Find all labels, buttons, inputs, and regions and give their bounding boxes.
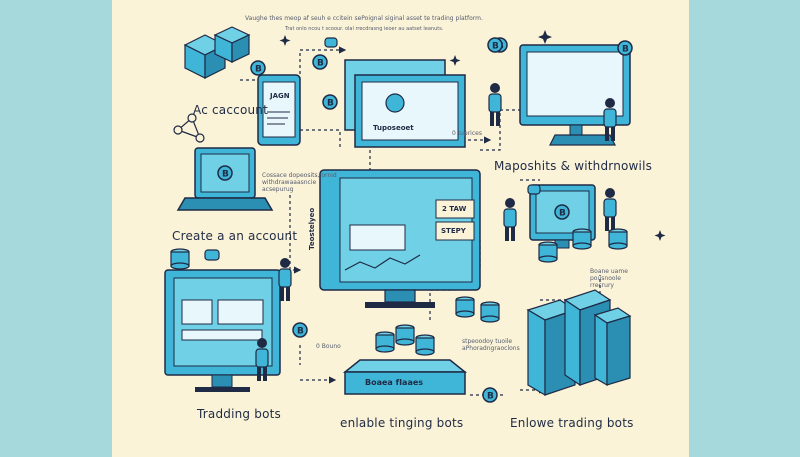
caption-bottom-mid: stpeoodoy tuoile aPhoradngraoclons (462, 338, 520, 352)
tablet-device (257, 74, 301, 146)
sparkle-icon (279, 30, 666, 241)
coin-stack-icon (480, 301, 500, 323)
coin-stack-icon (415, 334, 435, 356)
header-line-2: Trat onlo ncou t scoour. olal rrecdrasng… (285, 26, 444, 32)
bitcoin-coin-icon (217, 165, 233, 181)
main-trading-monitor (319, 169, 481, 308)
bitcoin-coin-icon (292, 322, 308, 338)
person-icon (278, 257, 292, 302)
bitcoin-coin-icon (617, 40, 633, 56)
left-band (0, 0, 112, 457)
bitcoin-coin-icon (322, 94, 338, 110)
caption-bottom-left: 0 Bouno (316, 343, 341, 350)
bitcoin-coin-icon (487, 37, 503, 53)
bitcoin-coin-icon (250, 60, 266, 76)
coin-stack-icon (538, 241, 558, 263)
caption-mid-left: Cossace dopeosits, ornid withdrawaaasnci… (262, 172, 337, 193)
coin-platform (342, 359, 468, 395)
person-icon (603, 187, 617, 232)
platform-base-text: Boaea fIaaes (365, 378, 424, 387)
right-band (689, 0, 800, 457)
step-label-trading-bots: Tradding bots (197, 407, 281, 421)
step-label-enable-bots: enlable tinging bots (340, 416, 464, 430)
step-label-account: Ac caccount (193, 103, 269, 117)
caption-right: Boane uame pousnoole rrecrury (590, 268, 628, 289)
chat-bubble-icon (204, 37, 541, 261)
chip-top-text: 2 TAW (442, 205, 467, 213)
step-label-deposits: Maposhits & withdrnowils (494, 159, 653, 173)
robot-cube-icon (183, 26, 251, 79)
account-card-screens (344, 59, 466, 148)
caption-top-mid: 0 tuprices (452, 130, 482, 137)
step-label-create-account: Create a an account (172, 229, 298, 243)
coin-stack-icon (608, 228, 628, 250)
coin-stack-icon (455, 296, 475, 318)
coin-stack-icon (375, 331, 395, 353)
step-label-enlowe-bots: Enlowe trading bots (510, 416, 634, 430)
deposit-monitor (519, 44, 631, 146)
bitcoin-coin-icon (554, 204, 570, 220)
coin-stack-icon (572, 228, 592, 250)
card-screen-text: Tuposeoet (373, 124, 414, 132)
header-line-1: Vaughe thes meop af seuh e ccitein sePoi… (245, 15, 483, 22)
trading-bots-monitor (164, 269, 281, 392)
chip-bottom-text: STEPY (441, 227, 466, 235)
coin-stack-icon (170, 248, 190, 270)
trading-blocks (526, 289, 632, 397)
coin-stack-icon (395, 324, 415, 346)
monitor-side-text: Teostelyeo (308, 207, 316, 250)
person-icon (503, 197, 517, 242)
person-icon (488, 82, 502, 127)
bitcoin-coin-icon (312, 54, 328, 70)
tablet-screen-text: JAGN (270, 92, 290, 100)
network-nodes (173, 113, 205, 143)
bitcoin-coin-icon (482, 387, 498, 403)
